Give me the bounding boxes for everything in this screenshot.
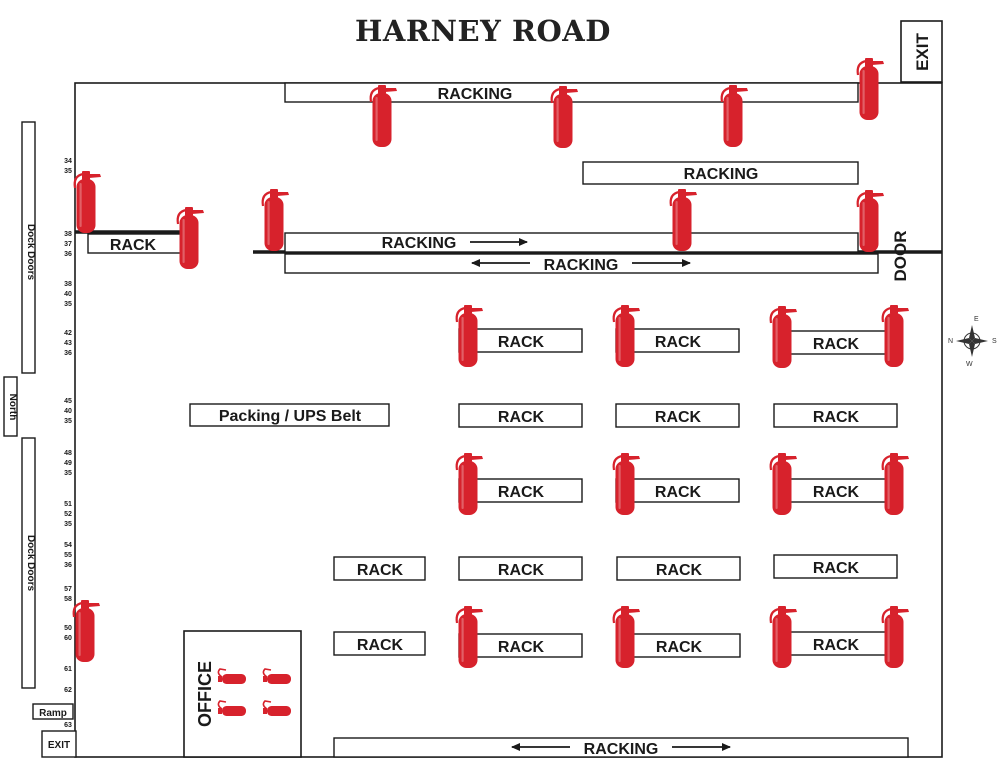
rack-label: RACK [656,639,703,656]
dock-doors-lower-label: Dock Doors [25,535,36,592]
dock-number: 37 [64,241,72,248]
dock-number: 42 [64,330,72,337]
dock-doors-lower [21,437,36,689]
dock-number: 49 [64,460,72,467]
fire-extinguisher-icon [881,303,911,369]
exit-bottom-left-box [41,730,77,758]
compass-s-label: S [992,338,997,345]
fire-extinguisher-icon [856,188,886,254]
racking-bottom-label: RACKING [584,741,659,758]
door-label: DOOR [891,231,910,282]
dock-number: 58 [64,596,72,603]
dock-number: 50 [64,625,72,632]
dock-number: 35 [64,168,72,175]
rack-label: RACK [498,334,545,351]
ramp-box [32,703,74,720]
rack-r4-c2 [616,556,741,581]
rack-r2-c2 [615,403,740,428]
dock-number: 38 [64,231,72,238]
dock-number: 43 [64,340,72,347]
rack-label: RACK [498,562,545,579]
rack-label: RACK [813,484,860,501]
racking-top-label: RACKING [438,86,513,103]
rack-label: RACK [655,409,702,426]
dock-number: 45 [64,398,72,405]
rack-r4-c0 [333,556,426,581]
north-dock-label: North [7,394,18,421]
dock-number: 36 [64,251,72,258]
exit-bottom-left-label: EXIT [48,740,70,751]
fire-extinguisher-icon [856,56,886,122]
dock-number: 63 [64,722,72,729]
exit-top-right-label: EXIT [913,32,932,70]
dock-number: 52 [64,511,72,518]
racking-mid-lower [284,253,879,274]
dock-number: 36 [64,562,72,569]
rack-label: RACK [813,336,860,353]
dock-number: 62 [64,687,72,694]
rack-label: RACK [655,334,702,351]
compass-w-label: W [966,361,973,368]
dock-number: 35 [64,418,72,425]
rack-label: RACK [498,409,545,426]
dock-number: 36 [64,350,72,357]
packing-ups-belt-label: Packing / UPS Belt [219,408,362,425]
dock-number: 54 [64,542,72,549]
racking-mid-upper-label: RACKING [382,235,457,252]
rack-label: RACK [357,637,404,654]
fire-extinguisher-icon [73,169,103,235]
ramp-label: Ramp [39,708,67,719]
dock-number: 55 [64,552,72,559]
fire-extinguisher-icon [881,604,911,670]
packing-ups-belt [189,403,390,427]
racking-upper-right [582,161,859,185]
dock-doors-upper-label: Dock Doors [25,224,36,281]
dock-number: 48 [64,450,72,457]
rack-label: RACK [813,409,860,426]
dock-number: 40 [64,291,72,298]
dock-number: 57 [64,586,72,593]
rack-r2-c3 [773,403,898,428]
rack-label: RACK [655,484,702,501]
fire-extinguisher-icon [176,205,206,271]
compass-n-label: N [948,338,953,345]
dock-number: 60 [64,635,72,642]
fire-extinguisher-icon [881,451,911,517]
office-label: OFFICE [195,661,215,727]
rack-label: RACK [357,562,404,579]
compass-e-label: E [974,316,979,323]
page-title: HARNEY ROAD [355,14,611,48]
racking-upper-right-label: RACKING [684,166,759,183]
dock-number: 34 [64,158,72,165]
dock-number: 35 [64,470,72,477]
rack-r4-c3 [773,554,898,579]
dock-number: 38 [64,281,72,288]
rack-r4-c1 [458,556,583,581]
fire-extinguisher-icon [72,598,102,664]
rack-left-label: RACK [110,237,157,254]
racking-bottom [333,737,909,758]
racking-mid-upper [284,232,859,253]
north-dock [3,376,18,437]
rack-r5-c0 [333,631,426,656]
rack-label: RACK [498,484,545,501]
exit-top-right-box [900,20,943,83]
dock-number: 40 [64,408,72,415]
rack-label: RACK [656,562,703,579]
dock-number: 35 [64,301,72,308]
rack-label: RACK [498,639,545,656]
racking-mid-lower-label: RACKING [544,257,619,274]
dock-number: 51 [64,501,72,508]
rack-r2-c1 [458,403,583,428]
dock-number: 35 [64,521,72,528]
compass-rose-icon [956,325,988,357]
dock-number: 61 [64,666,72,673]
office-room [183,630,302,758]
rack-label: RACK [813,560,860,577]
rack-label: RACK [813,637,860,654]
dock-doors-upper [21,121,36,374]
